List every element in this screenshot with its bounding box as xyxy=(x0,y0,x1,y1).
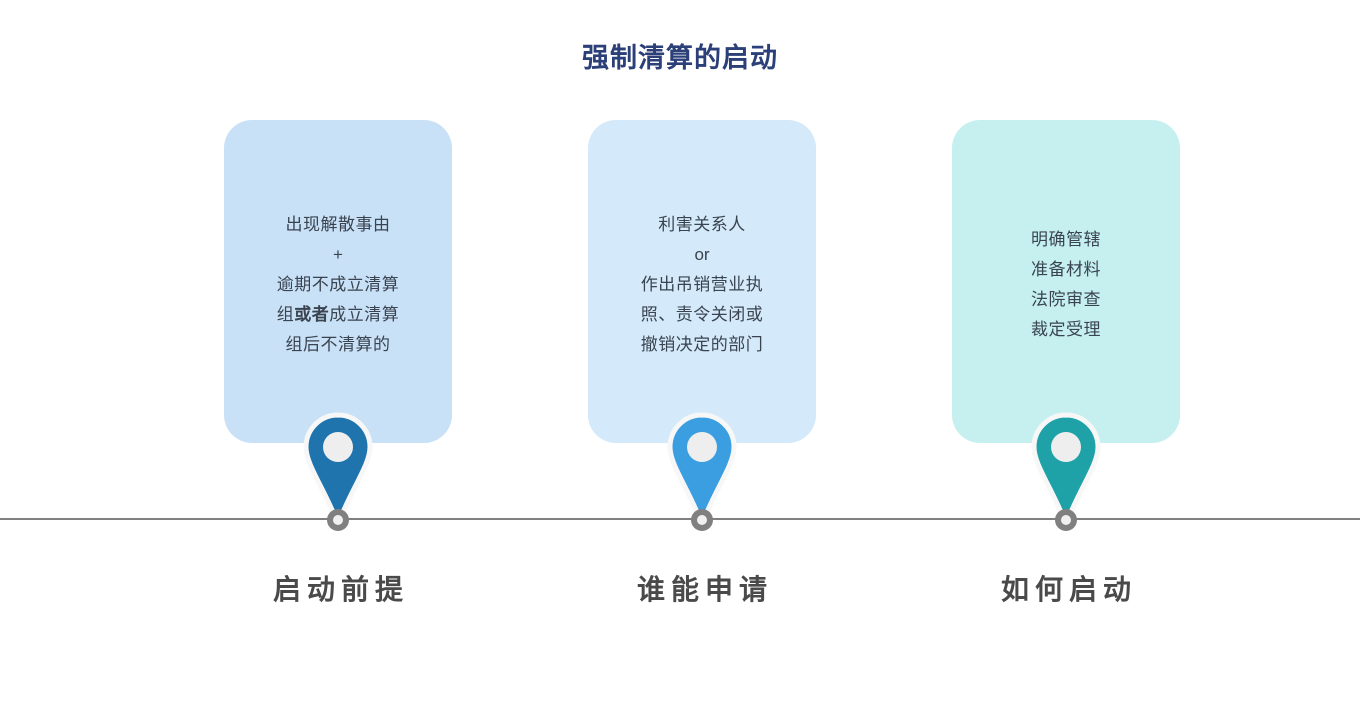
card-line: 撤销决定的部门 xyxy=(640,335,764,354)
step-card-3: 明确管辖准备材料法院审查裁定受理 xyxy=(952,120,1180,443)
card-line: 利害关系人 xyxy=(658,215,746,234)
card-line: 准备材料 xyxy=(1031,260,1101,279)
card-line: 组或者成立清算 xyxy=(276,305,400,324)
map-pin-icon-3 xyxy=(1030,412,1102,524)
step-card-text-2: 利害关系人 or 作出吊销营业执照、责令关闭或撤销决定的部门 xyxy=(588,210,816,443)
timeline-step-3: 明确管辖准备材料法院审查裁定受理 如何启动 xyxy=(916,0,1216,702)
card-line: 逾期不成立清算 xyxy=(276,275,400,294)
card-line: 出现解散事由 xyxy=(285,215,391,234)
card-line: 组后不清算的 xyxy=(285,335,391,354)
map-pin-icon-1 xyxy=(302,412,374,524)
map-pin-shape-1 xyxy=(303,412,373,522)
card-line: 明确管辖 xyxy=(1031,230,1101,249)
card-line: 裁定受理 xyxy=(1031,320,1101,339)
timeline-node-2 xyxy=(691,509,713,531)
step-label-2: 谁能申请 xyxy=(636,574,773,605)
step-card-1: 出现解散事由 + 逾期不成立清算组或者成立清算组后不清算的 xyxy=(224,120,452,443)
card-line: 作出吊销营业执 xyxy=(640,275,764,294)
timeline-axis xyxy=(0,518,1360,520)
card-line: 法院审查 xyxy=(1031,290,1101,309)
step-label-3: 如何启动 xyxy=(1000,574,1137,605)
timeline-step-2: 利害关系人 or 作出吊销营业执照、责令关闭或撤销决定的部门 谁能申请 xyxy=(552,0,852,702)
map-pin-shape-2 xyxy=(667,412,737,522)
card-line: or xyxy=(694,245,710,264)
step-card-text-1: 出现解散事由 + 逾期不成立清算组或者成立清算组后不清算的 xyxy=(224,210,452,443)
card-line: + xyxy=(333,245,343,264)
step-card-text-3: 明确管辖准备材料法院审查裁定受理 xyxy=(952,225,1180,443)
card-line: 照、责令关闭或 xyxy=(640,305,764,324)
timeline-node-1 xyxy=(327,509,349,531)
timeline-node-3 xyxy=(1055,509,1077,531)
step-label-1: 启动前提 xyxy=(272,574,409,605)
timeline-step-1: 出现解散事由 + 逾期不成立清算组或者成立清算组后不清算的 启动前提 xyxy=(188,0,488,702)
page-title: 强制清算的启动 xyxy=(582,43,778,73)
step-card-2: 利害关系人 or 作出吊销营业执照、责令关闭或撤销决定的部门 xyxy=(588,120,816,443)
map-pin-shape-3 xyxy=(1031,412,1101,522)
map-pin-icon-2 xyxy=(666,412,738,524)
